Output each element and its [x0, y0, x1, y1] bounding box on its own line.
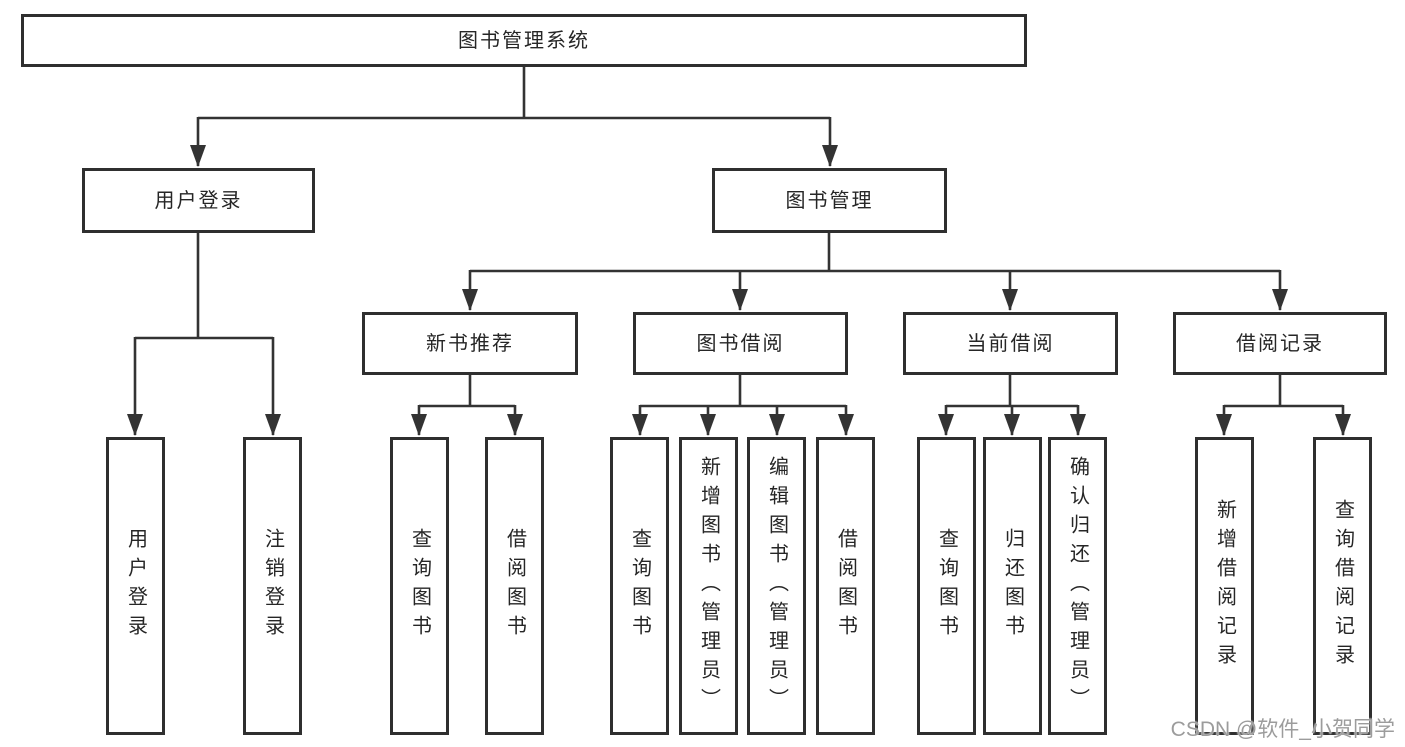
node-book-management-label: 图书管理: [785, 189, 874, 212]
connector-book-borrow-leaves: [632, 375, 854, 436]
leaf-cb-return-books: 归还图书: [983, 437, 1042, 735]
leaf-bb-edit-books-admin-label: 编辑图书（管理员）: [765, 455, 788, 717]
leaf-bb-add-books-admin-label: 新增图书（管理员）: [697, 455, 720, 717]
leaf-br-query-borrow-record: 查询借阅记录: [1313, 437, 1372, 735]
leaf-cb-return-books-label: 归还图书: [1001, 528, 1024, 644]
leaf-bb-edit-books-admin: 编辑图书（管理员）: [747, 437, 806, 735]
leaf-bb-add-books-admin: 新增图书（管理员）: [679, 437, 738, 735]
connector-borrow-records-leaves: [1216, 375, 1351, 436]
leaf-bb-borrow-books: 借阅图书: [816, 437, 875, 735]
connector-new-book-recommend-leaves: [411, 375, 523, 436]
node-book-borrow-label: 图书借阅: [696, 332, 785, 355]
leaf-nb-borrow-books: 借阅图书: [485, 437, 544, 735]
leaf-cb-query-books: 查询图书: [917, 437, 976, 735]
node-root: 图书管理系统: [21, 14, 1027, 67]
node-current-borrow-label: 当前借阅: [966, 332, 1055, 355]
connector-user-login-leaves: [127, 233, 281, 436]
connector-root-branches: [190, 67, 838, 167]
leaf-br-add-borrow-record-label: 新增借阅记录: [1213, 499, 1236, 673]
node-book-borrow: 图书借阅: [633, 312, 848, 375]
leaf-nb-query-books-label: 查询图书: [408, 528, 431, 644]
leaf-br-query-borrow-record-label: 查询借阅记录: [1331, 499, 1354, 673]
leaf-user-login-label: 用户登录: [124, 528, 147, 644]
node-user-login: 用户登录: [82, 168, 315, 233]
node-borrow-records-label: 借阅记录: [1236, 332, 1324, 355]
leaf-cb-confirm-return-admin-label: 确认归还（管理员）: [1066, 455, 1089, 717]
leaf-bb-query-books: 查询图书: [610, 437, 669, 735]
leaf-br-add-borrow-record: 新增借阅记录: [1195, 437, 1254, 735]
leaf-user-login: 用户登录: [106, 437, 165, 735]
csdn-watermark: CSDN @软件_小贺同学: [1170, 718, 1395, 741]
leaf-cb-query-books-label: 查询图书: [935, 528, 958, 644]
node-borrow-records: 借阅记录: [1173, 312, 1387, 375]
leaf-logout: 注销登录: [243, 437, 302, 735]
node-new-book-recommend: 新书推荐: [362, 312, 578, 375]
leaf-bb-borrow-books-label: 借阅图书: [834, 528, 857, 644]
node-new-book-recommend-label: 新书推荐: [426, 332, 514, 355]
leaf-nb-query-books: 查询图书: [390, 437, 449, 735]
connector-book-management-modules: [462, 233, 1288, 311]
node-current-borrow: 当前借阅: [903, 312, 1118, 375]
leaf-cb-confirm-return-admin: 确认归还（管理员）: [1048, 437, 1107, 735]
connector-current-borrow-leaves: [938, 375, 1086, 436]
node-user-login-label: 用户登录: [154, 189, 243, 212]
leaf-nb-borrow-books-label: 借阅图书: [503, 528, 526, 644]
leaf-logout-label: 注销登录: [261, 528, 284, 644]
leaf-bb-query-books-label: 查询图书: [628, 528, 651, 644]
node-root-label: 图书管理系统: [458, 29, 590, 52]
node-book-management: 图书管理: [712, 168, 947, 233]
